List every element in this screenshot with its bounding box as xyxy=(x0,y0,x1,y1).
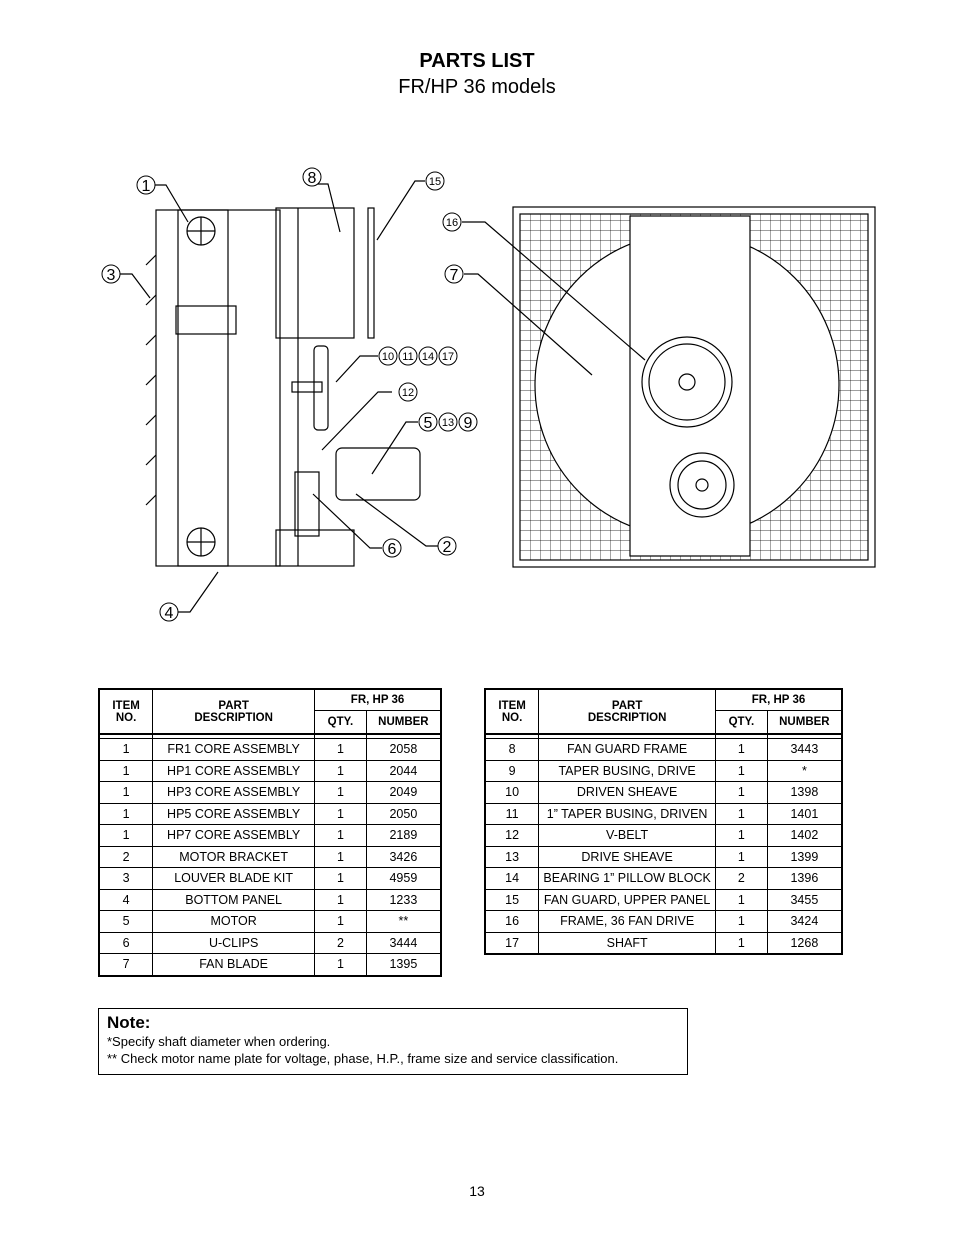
callout-13: 13 xyxy=(438,412,458,432)
fan-front-view xyxy=(512,206,876,568)
leader-10-17 xyxy=(335,355,378,383)
svg-text:9: 9 xyxy=(464,415,473,432)
col-header-model: FR, HP 36 xyxy=(314,688,442,711)
leader-7 xyxy=(464,273,593,376)
callout-9: 9 xyxy=(458,412,478,432)
parts-diagram: 1 3 8 7 5 9 6 2 4 15 16 10 11 14 17 12 1… xyxy=(101,167,876,622)
svg-text:11: 11 xyxy=(402,351,413,363)
col-header-number: NUMBER xyxy=(766,710,843,735)
svg-text:4: 4 xyxy=(165,605,174,622)
note-line-1: *Specify shaft diameter when ordering. xyxy=(107,1034,331,1049)
col-header-qty: QTY. xyxy=(715,710,768,735)
svg-text:13: 13 xyxy=(442,417,454,429)
leader-2 xyxy=(355,493,438,547)
callout-3: 3 xyxy=(101,264,121,284)
callout-1: 1 xyxy=(136,175,156,195)
svg-text:2: 2 xyxy=(443,539,452,556)
svg-text:15: 15 xyxy=(429,176,441,188)
svg-text:7: 7 xyxy=(450,267,459,284)
leader-1 xyxy=(154,184,189,223)
note-box: Note: *Specify shaft diameter when order… xyxy=(98,1008,688,1075)
callout-14: 14 xyxy=(418,346,438,366)
page-title: PARTS LIST xyxy=(419,50,535,72)
svg-text:14: 14 xyxy=(422,351,434,363)
callout-7: 7 xyxy=(444,264,464,284)
motor-side xyxy=(335,447,421,501)
page-number: 13 xyxy=(469,1183,485,1199)
leader-4 xyxy=(178,571,219,613)
leader-16 xyxy=(462,221,646,361)
col-header-qty: QTY. xyxy=(314,710,367,735)
svg-text:8: 8 xyxy=(308,170,317,187)
callout-15: 15 xyxy=(425,171,445,191)
core-assembly-side xyxy=(155,209,281,567)
svg-text:16: 16 xyxy=(446,217,458,229)
callout-11: 11 xyxy=(398,346,418,366)
page-subtitle: FR/HP 36 models xyxy=(398,76,556,98)
driven-sheave xyxy=(313,345,329,431)
louver-blades xyxy=(145,254,157,506)
svg-text:3: 3 xyxy=(107,267,116,284)
svg-text:12: 12 xyxy=(402,387,414,399)
fan-guard-frame-piece xyxy=(367,207,375,339)
note-line-2: ** Check motor name plate for voltage, p… xyxy=(107,1051,619,1066)
svg-text:5: 5 xyxy=(424,415,433,432)
leader-3 xyxy=(120,273,151,299)
callout-8: 8 xyxy=(302,167,322,187)
shaft xyxy=(291,381,323,393)
core-panel xyxy=(177,209,229,567)
callout-17: 17 xyxy=(438,346,458,366)
note-title: Note: xyxy=(107,1013,151,1032)
svg-text:10: 10 xyxy=(382,351,394,363)
svg-text:17: 17 xyxy=(442,351,454,363)
callout-10: 10 xyxy=(378,346,398,366)
callout-12: 12 xyxy=(398,382,418,402)
fan-guard-upper-panel xyxy=(275,207,355,339)
callout-16: 16 xyxy=(442,212,462,232)
fan-drive-frame xyxy=(629,215,751,557)
callout-6: 6 xyxy=(382,538,402,558)
callout-2: 2 xyxy=(437,536,457,556)
motor-bracket xyxy=(294,471,320,537)
motor-front xyxy=(669,452,735,518)
leader-5-9 xyxy=(371,421,418,475)
leader-12 xyxy=(321,391,392,451)
col-header-number: NUMBER xyxy=(365,710,442,735)
col-header-model: FR, HP 36 xyxy=(715,688,843,711)
leader-6 xyxy=(312,493,382,549)
driven-sheave-front xyxy=(641,336,733,428)
leader-15 xyxy=(376,180,425,241)
svg-text:6: 6 xyxy=(388,541,397,558)
svg-text:1: 1 xyxy=(142,178,151,195)
callout-5: 5 xyxy=(418,412,438,432)
callout-4: 4 xyxy=(159,602,179,622)
